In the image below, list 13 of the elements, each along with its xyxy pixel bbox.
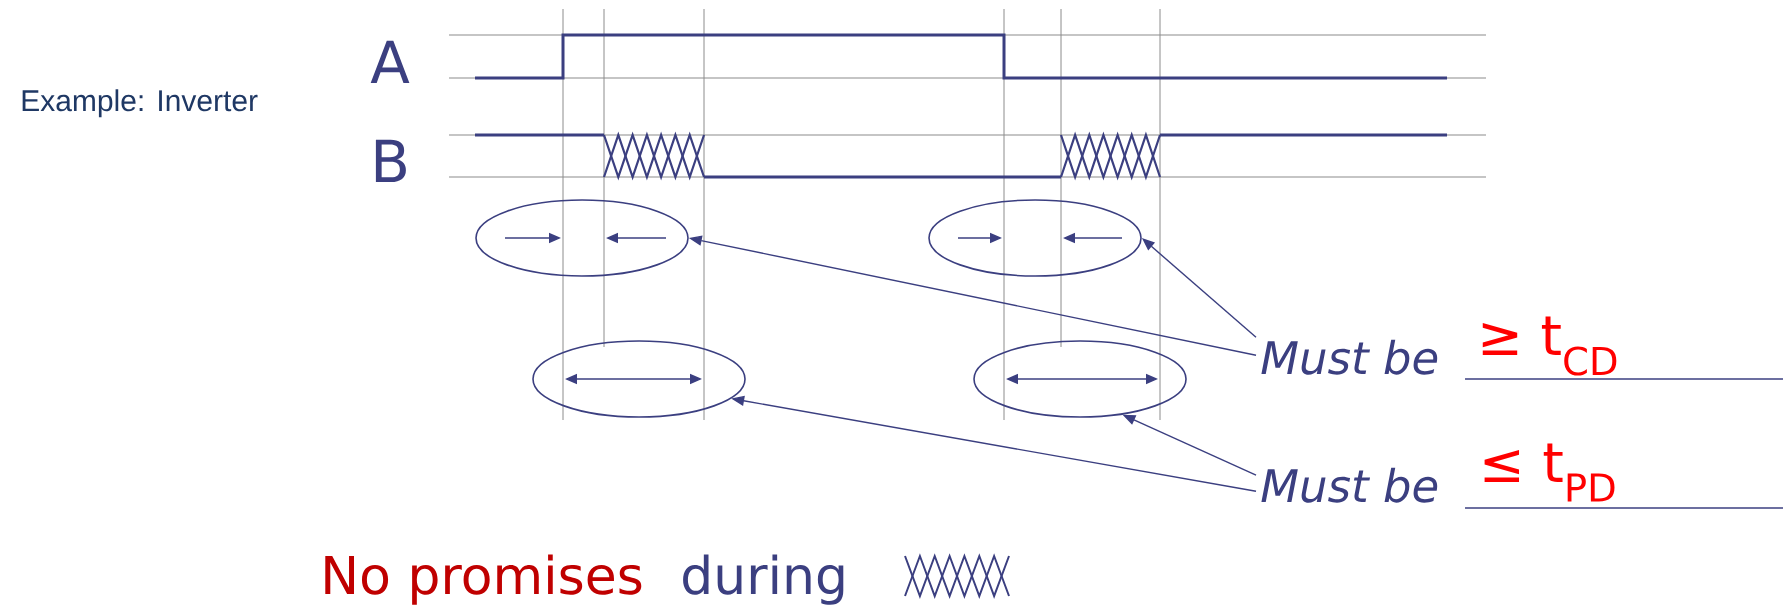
highlight-ellipse bbox=[973, 340, 1187, 418]
highlight-ellipse bbox=[475, 199, 689, 277]
signal-name: B bbox=[375, 139, 406, 182]
highlight-ellipse bbox=[532, 340, 746, 418]
highlight-ellipse bbox=[928, 199, 1142, 277]
signal-name: A bbox=[370, 40, 410, 83]
bound-label: ≥ t$_{CD}$ bbox=[1482, 316, 1617, 376]
bound-label: ≤ t$_{PD}$ bbox=[1484, 443, 1615, 502]
example-text: Example: Inverter bbox=[22, 89, 258, 118]
note-text: No promises bbox=[325, 554, 642, 605]
prompt-text: Must be bbox=[1261, 467, 1438, 503]
prompt-text: Must be bbox=[1261, 339, 1438, 375]
note-text: during bbox=[683, 554, 844, 605]
